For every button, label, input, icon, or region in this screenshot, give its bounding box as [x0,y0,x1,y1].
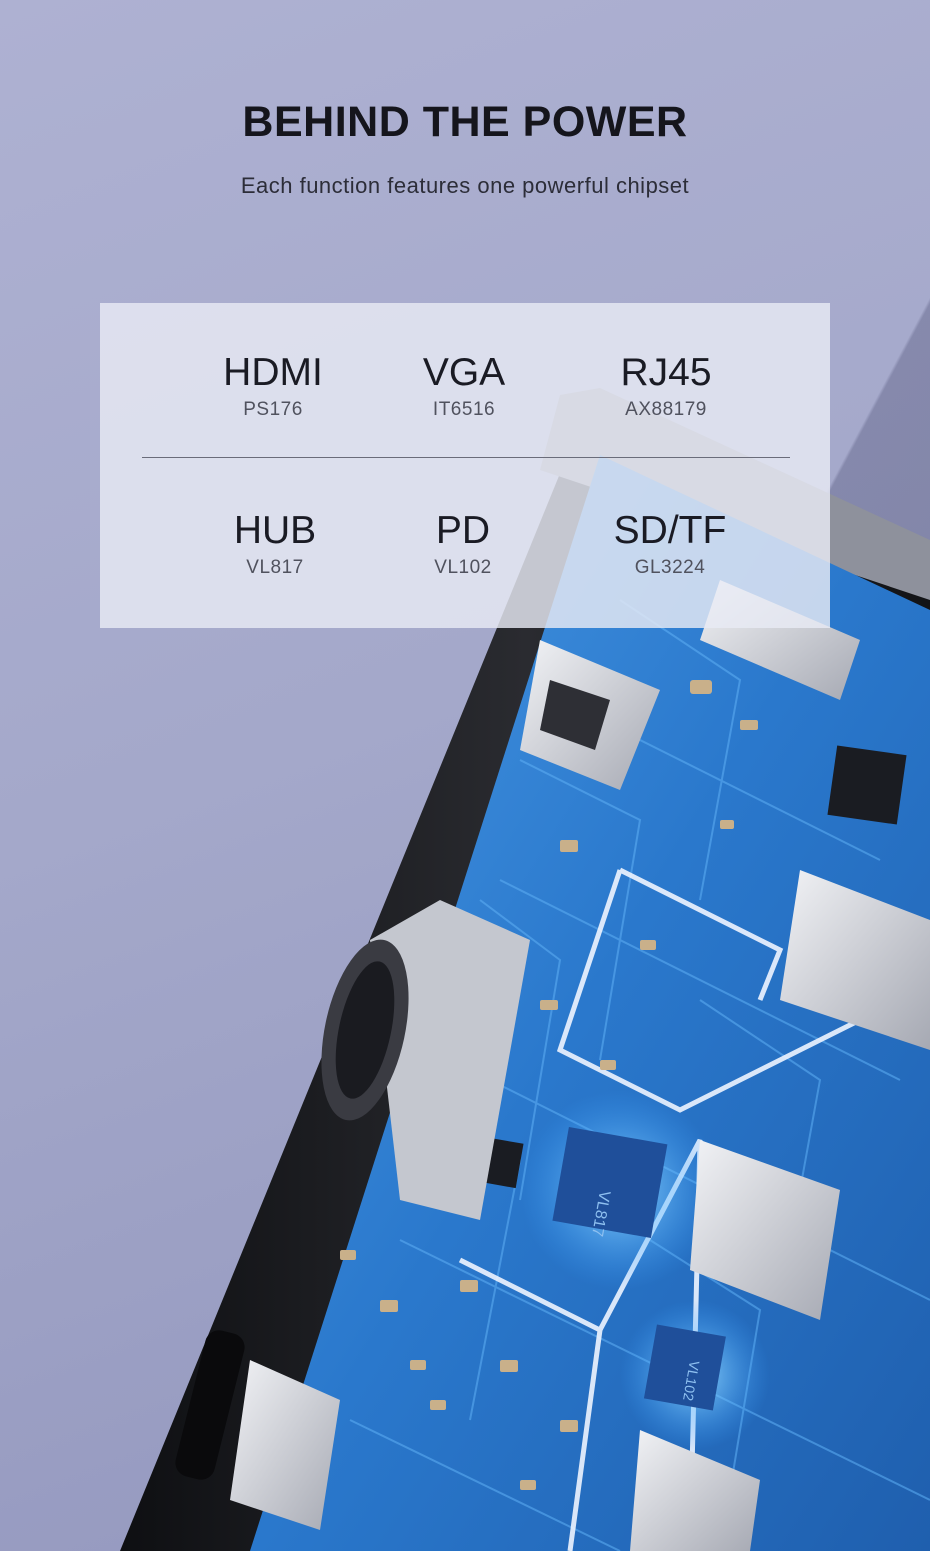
chipset-item-vga: VGA IT6516 [364,351,564,421]
pd-chip [643,1324,726,1411]
chipset-item-pd: PD VL102 [363,509,563,579]
hdmi-port [230,1360,340,1530]
chipset-panel: HDMI PS176 VGA IT6516 RJ45 AX88179 HUB V… [100,303,830,628]
chipset-row: HUB VL817 PD VL102 SD/TF GL3224 [100,509,830,589]
chipset-function: PD [435,509,491,552]
chipset-item-rj45: RJ45 AX88179 [566,351,766,421]
chipset-item-hdmi: HDMI PS176 [173,351,373,421]
side-slot [175,1330,245,1480]
chipset-model: VL817 [246,557,304,578]
page-title: BEHIND THE POWER [242,98,688,146]
hub-chip [552,1127,668,1238]
pd-chip-marking: VL102 [680,1359,703,1402]
smd-components [340,680,758,1490]
ethernet-chip [827,745,907,825]
chipset-function: HUB [233,509,317,552]
chipset-row: HDMI PS176 VGA IT6516 RJ45 AX88179 [100,351,830,431]
vga-port [321,900,530,1220]
page-subtitle: Each function features one powerful chip… [240,173,690,198]
chipset-model: VL102 [434,557,492,578]
chipset-model: GL3224 [634,557,706,578]
chipset-model: IT6516 [432,399,496,420]
chipset-model: AX88179 [625,399,707,420]
chipset-function: VGA [422,351,506,394]
chipset-function: HDMI [223,351,323,394]
rj45-port [520,640,660,790]
chipset-model: PS176 [243,399,303,420]
divider [142,457,790,458]
chipset-function: RJ45 [620,351,712,394]
chipset-function: SD/TF [613,509,727,552]
chipset-item-sd-tf: SD/TF GL3224 [570,509,770,579]
header: BEHIND THE POWER Each function features … [0,98,930,199]
chipset-item-hub: HUB VL817 [175,509,375,579]
